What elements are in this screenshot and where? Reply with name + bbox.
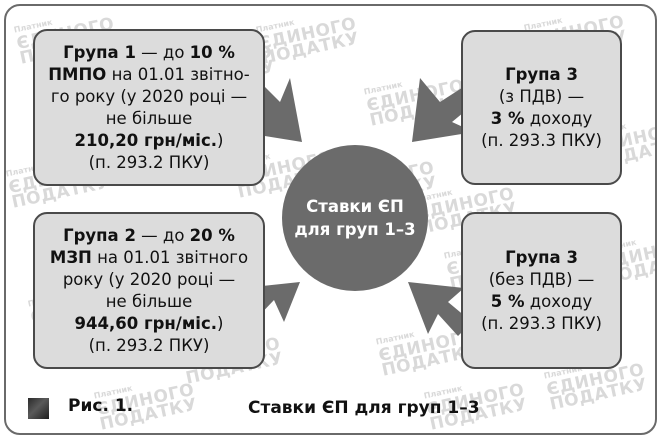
figure-marker-icon	[28, 398, 49, 419]
group3-vat-line2: (з ПДВ) —	[498, 86, 585, 106]
group1-line2: ПМПО на 01.01 звітно-	[48, 64, 250, 84]
center-circle: Ставки ЄП для груп 1–3	[282, 145, 428, 291]
group3-vat-line4: (п. 293.3 ПКУ)	[481, 130, 602, 150]
arrow-group3-novat	[408, 282, 472, 336]
group2-line2: МЗП на 01.01 звітного	[49, 247, 249, 267]
group1-line3: го року (у 2020 році —	[50, 86, 248, 106]
group3-novat-line2: (без ПДВ) —	[488, 269, 595, 289]
group3-novat-line3: 5 % доходу	[490, 291, 593, 311]
group1-line1: Група 1 — до 10 %	[63, 42, 235, 62]
group2-line4: не більше	[105, 291, 193, 311]
group1-line6: (п. 293.2 ПКУ)	[88, 152, 210, 172]
center-title-line1: Ставки ЄП	[306, 197, 404, 216]
group3-novat-box: Група 3 (без ПДВ) — 5 % доходу (п. 293.3…	[461, 212, 622, 369]
group2-line6: (п. 293.2 ПКУ)	[88, 335, 210, 355]
group3-vat-line3: 3 % доходу	[490, 108, 593, 128]
figure-caption: Ставки ЄП для груп 1–3	[248, 398, 480, 418]
figure-label: Рис. 1.	[68, 396, 134, 416]
group2-line5: 944,60 грн/міс.)	[74, 313, 224, 333]
group3-vat-box: Група 3 (з ПДВ) — 3 % доходу (п. 293.3 П…	[461, 30, 622, 185]
group3-novat-line1: Група 3	[505, 247, 578, 267]
group1-box: Група 1 — до 10 % ПМПО на 01.01 звітно- …	[33, 29, 265, 186]
group3-vat-line1: Група 3	[505, 64, 578, 84]
group1-line4: не більше	[105, 108, 193, 128]
group3-novat-line4: (п. 293.3 ПКУ)	[481, 313, 602, 333]
group2-line3: року (у 2020 році —	[62, 269, 236, 289]
group1-line5: 210,20 грн/міс.)	[74, 130, 224, 150]
center-title-line2: для груп 1–3	[294, 220, 416, 239]
group2-box: Група 2 — до 20 % МЗП на 01.01 звітного …	[33, 212, 265, 369]
group2-line1: Група 2 — до 20 %	[63, 225, 235, 245]
